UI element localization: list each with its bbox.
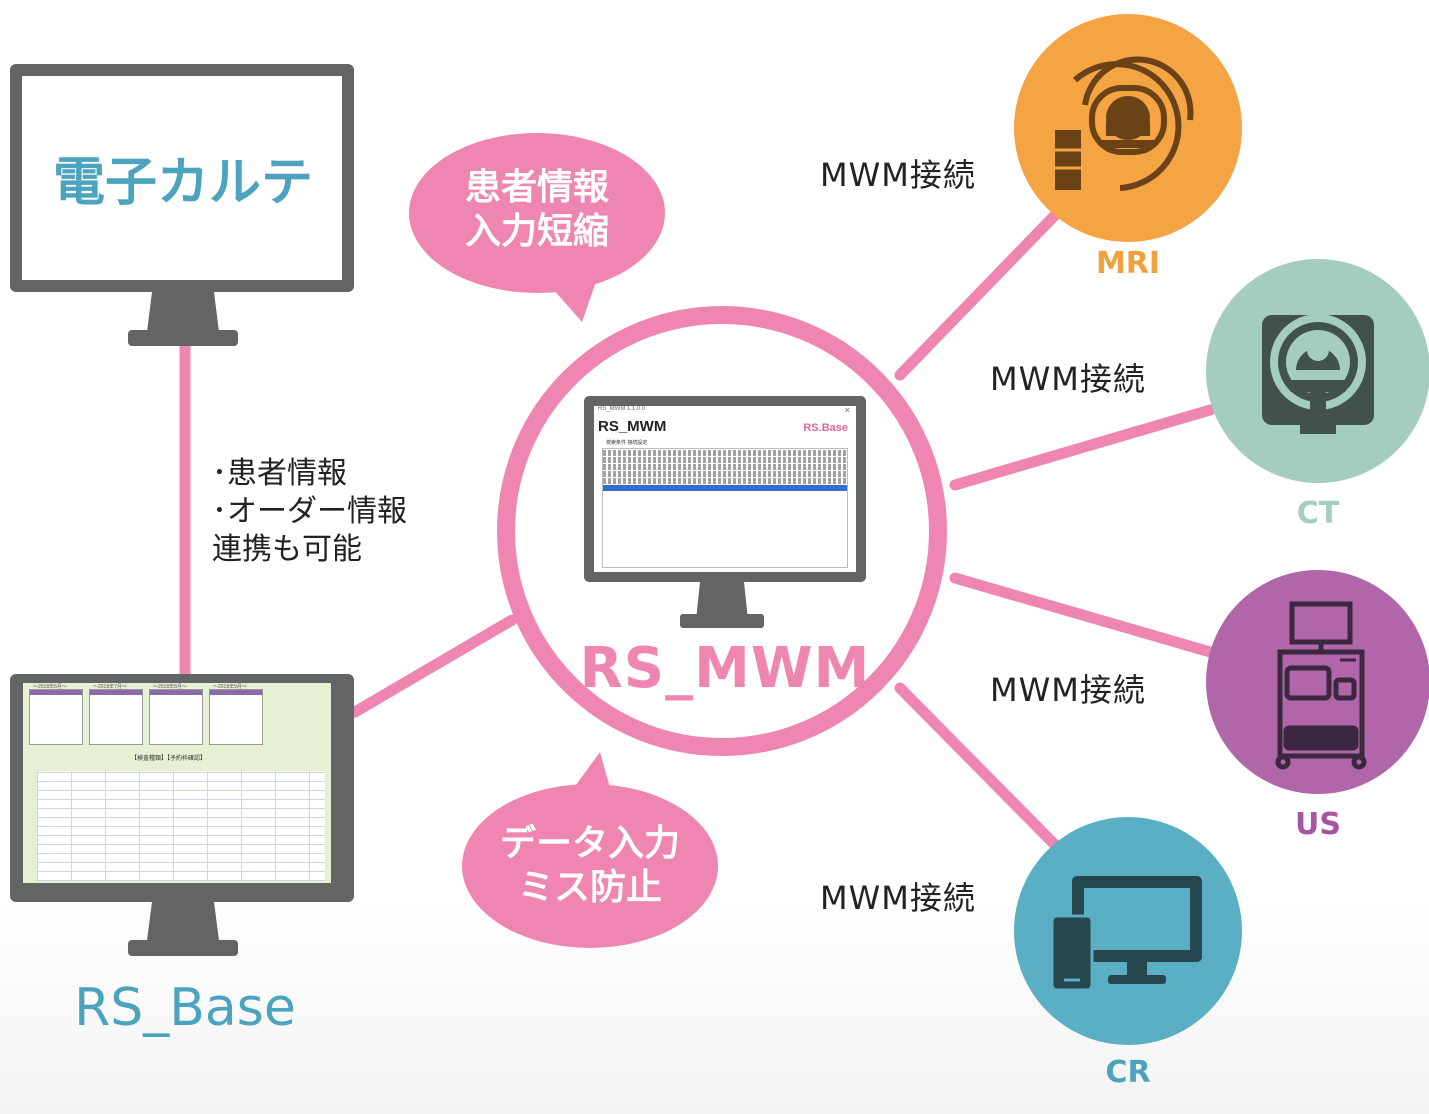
window-close-button[interactable]: × xyxy=(844,405,850,415)
display-icon xyxy=(1050,876,1202,992)
calendar-month xyxy=(89,689,143,745)
note-line: ･オーダー情報 xyxy=(212,494,407,529)
bubble-top xyxy=(409,133,665,322)
connector-lines xyxy=(179,204,1216,854)
bubble-line: データ入力 xyxy=(499,823,680,864)
center-title: RS_MWM xyxy=(579,636,871,701)
note-line: ･患者情報 xyxy=(212,456,347,491)
bubble-bottom xyxy=(462,752,718,948)
bubble-line: 入力短縮 xyxy=(464,211,609,252)
ct-icon xyxy=(1262,314,1374,434)
table-row[interactable] xyxy=(603,457,847,463)
calendar-month-title: ～2018年6月～ xyxy=(33,684,67,690)
schedule-grid xyxy=(37,771,325,881)
connection-label-mri: MWM接続 xyxy=(820,156,976,194)
device-label-ct: CT xyxy=(1296,496,1340,531)
calendar-month xyxy=(29,689,83,745)
note-line: 連携も可能 xyxy=(212,532,362,567)
device-label-mri: MRI xyxy=(1095,246,1161,281)
connection-label-cr: MWM接続 xyxy=(820,879,976,917)
table-row[interactable] xyxy=(603,478,847,484)
bubble-bottom-text: データ入力 ミス防止 xyxy=(482,822,698,910)
mwm-window: RS_MWM 1.1.0.0 × RS_MWM RS.Base 検索条件 接続設… xyxy=(594,405,856,572)
calendar-month xyxy=(149,689,203,745)
table-row[interactable] xyxy=(603,471,847,477)
rs-base-logo: RS.Base xyxy=(803,422,848,434)
device-label-us: US xyxy=(1295,807,1341,842)
integration-note: ･患者情報 ･オーダー情報 連携も可能 xyxy=(212,455,407,569)
calendar-month-title: ～2018年9月～ xyxy=(213,684,247,690)
emr-title: 電子カルテ xyxy=(52,153,313,213)
connection-label-us: MWM接続 xyxy=(990,671,1146,709)
base-title: RS_Base xyxy=(74,978,296,1038)
line-mwm-us xyxy=(949,572,1216,658)
line-mwm-ct xyxy=(949,404,1216,491)
base-screen: ～2018年6月～ ～2018年7月～ ～2018年8月～ ～2018年9月～ … xyxy=(23,683,331,883)
connection-label-ct: MWM接続 xyxy=(990,360,1146,398)
line-mwm-cr xyxy=(894,682,1064,854)
device-label-cr: CR xyxy=(1105,1055,1151,1090)
mri-icon xyxy=(1055,56,1194,191)
table-row-selected[interactable] xyxy=(603,485,847,491)
window-title-bar: RS_MWM 1.1.0.0 xyxy=(598,406,646,412)
calendar-month xyxy=(209,689,263,745)
schedule-heading: 【検査種類】【予約枠確認】 xyxy=(131,756,207,762)
worklist-table xyxy=(602,448,848,568)
table-row[interactable] xyxy=(603,464,847,470)
calendar-month-title: ～2018年7月～ xyxy=(93,684,127,690)
line-mwm-mri xyxy=(894,204,1066,381)
emr-monitor xyxy=(10,64,354,346)
window-app-name: RS_MWM xyxy=(598,418,667,435)
calendar-month-title: ～2018年8月～ xyxy=(153,684,187,690)
window-menu: 検索条件 接続設定 xyxy=(606,440,648,446)
line-base-mwm xyxy=(349,614,518,718)
bubble-line: ミス防止 xyxy=(517,867,662,908)
bubble-top-text: 患者情報 入力短縮 xyxy=(437,166,637,254)
ultrasound-icon xyxy=(1275,601,1367,770)
table-row[interactable] xyxy=(603,450,847,456)
bubble-line: 患者情報 xyxy=(464,167,609,208)
us-circle xyxy=(1206,570,1429,794)
